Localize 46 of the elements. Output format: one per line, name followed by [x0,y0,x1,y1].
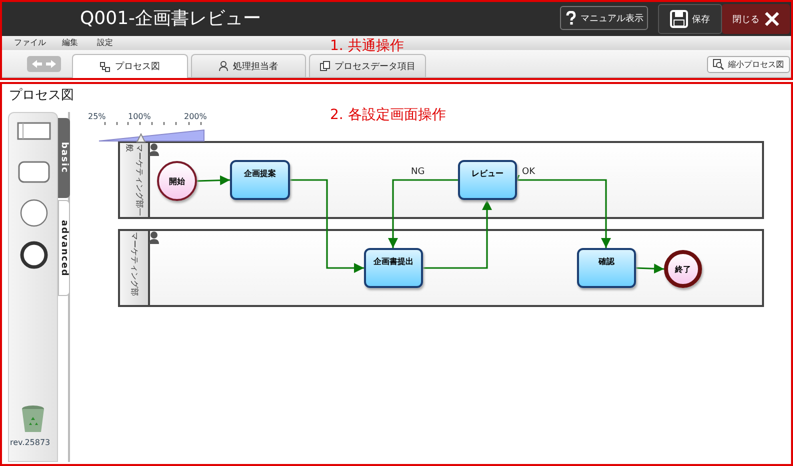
edge-label: NG [410,167,426,177]
highlight-frame [0,0,793,80]
arrow [196,175,230,186]
start-event-circle [157,161,197,201]
swimlane [118,141,764,219]
window-title: Q001-企画書レビュー [80,7,262,31]
vertical-tab: advanced [58,200,70,296]
save-button: 保存 [658,4,722,34]
task-label: レビュー [472,168,504,179]
task-box [458,160,517,200]
zoom-level: 100% [128,112,152,122]
highlight-frame [0,82,793,466]
close-button: 閉じる [722,4,790,34]
annotation-heading: 2. 各設定画面操作 [330,106,446,124]
task-box [230,160,290,200]
annotation-heading: 1. 共通操作 [330,37,404,55]
arrow [636,264,664,274]
swimlane [118,229,764,307]
arrow [514,174,611,248]
mini-map-button: 縮小プロセス図 [707,56,790,73]
menu-item: ファイル [14,37,47,49]
task-label: 企画書提出 [374,256,414,267]
event-label: 終了 [675,264,691,274]
arrow [290,179,364,273]
zoom-level: 25% [88,112,107,122]
lane-label: マーケティング部一般 [124,144,144,216]
lane-label: マーケティング部 [129,232,139,298]
task-label: 確認 [598,256,614,267]
menu-item: 設定 [97,37,114,49]
event-label: 開始 [169,176,185,186]
tab: プロセスデータ項目 [309,54,426,77]
task-box [577,248,636,288]
arrow [423,200,492,269]
menu-item: 編集 [62,37,79,49]
tab: 処理担当者 [191,54,306,77]
arrow [388,179,458,248]
edge-label: OK [521,167,536,177]
zoom-level: 200% [184,112,208,122]
panel-heading: プロセス図 [9,87,75,104]
vertical-tab: basic [58,118,70,198]
end-event-circle [664,250,702,288]
manual-button: マニュアル表示 [560,6,648,30]
task-label: 企画提案 [244,168,276,179]
tab: プロセス図 [72,54,188,78]
task-box [364,248,423,288]
revision-number: rev.25873 [10,438,52,449]
